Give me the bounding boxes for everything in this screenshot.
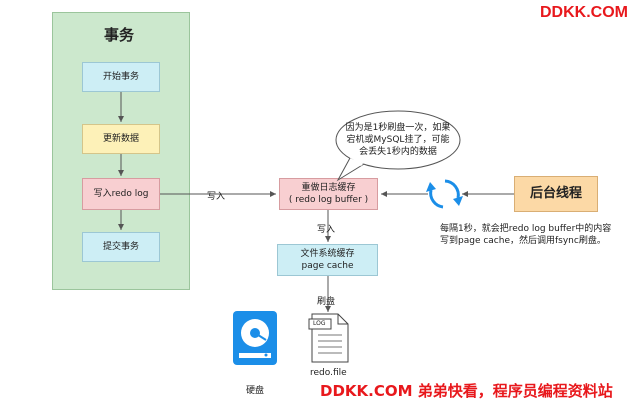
redo-buffer-label: 重做日志缓存 <box>301 183 356 193</box>
flush-label: 刷盘 <box>317 297 336 307</box>
hard-disk-icon <box>233 311 277 365</box>
redo-buffer-sublabel: ( redo log buffer ) <box>288 195 369 205</box>
note-line-2: 写到page cache，然后调用fsync刷盘。 <box>440 236 606 246</box>
background-thread-box: 后台线程 <box>514 176 598 212</box>
page-cache-sublabel: page cache <box>301 261 354 271</box>
bubble-text: 因为是1秒刷盘一次，如果 宕机或MySQL挂了，可能 会丢失1秒内的数据 <box>336 122 460 158</box>
step-label: 提交事务 <box>102 242 139 252</box>
step-update-data: 更新数据 <box>82 124 160 154</box>
redo-log-buffer-box: 重做日志缓存 ( redo log buffer ) <box>279 178 378 210</box>
bubble-line-2: 宕机或MySQL挂了，可能 <box>346 135 450 145</box>
note-line-1: 每隔1秒，就会把redo log buffer中的内容 <box>440 224 612 234</box>
interval-note: 每隔1秒，就会把redo log buffer中的内容 写到page cache… <box>440 223 611 247</box>
watermark-top: DDKK.COM <box>540 4 628 21</box>
bubble-line-3: 会丢失1秒内的数据 <box>359 147 437 157</box>
speech-bubble <box>335 110 461 182</box>
file-name-label: redo.file <box>310 368 347 378</box>
disk-label: 硬盘 <box>246 386 265 396</box>
log-file-icon <box>308 313 349 363</box>
step-begin-transaction: 开始事务 <box>82 62 160 92</box>
page-cache-label: 文件系统缓存 <box>300 249 355 259</box>
step-label: 更新数据 <box>102 134 139 144</box>
refresh-cycle-icon <box>426 179 463 209</box>
step-commit-transaction: 提交事务 <box>82 232 160 262</box>
step-label: 写入redo log <box>93 189 149 199</box>
bubble-line-1: 因为是1秒刷盘一次，如果 <box>345 123 451 133</box>
background-thread-label: 后台线程 <box>529 186 582 201</box>
transaction-title: 事务 <box>104 26 135 44</box>
step-write-redo-log: 写入redo log <box>82 178 160 210</box>
page-cache-box: 文件系统缓存 page cache <box>277 244 378 276</box>
write-label-2: 写入 <box>317 225 336 235</box>
watermark-bottom: DDKK.COM 弟弟快看，程序员编程资料站 <box>320 382 613 400</box>
step-label: 开始事务 <box>102 72 139 82</box>
log-file-tag: LOG <box>313 320 326 327</box>
write-label-1: 写入 <box>207 192 226 202</box>
